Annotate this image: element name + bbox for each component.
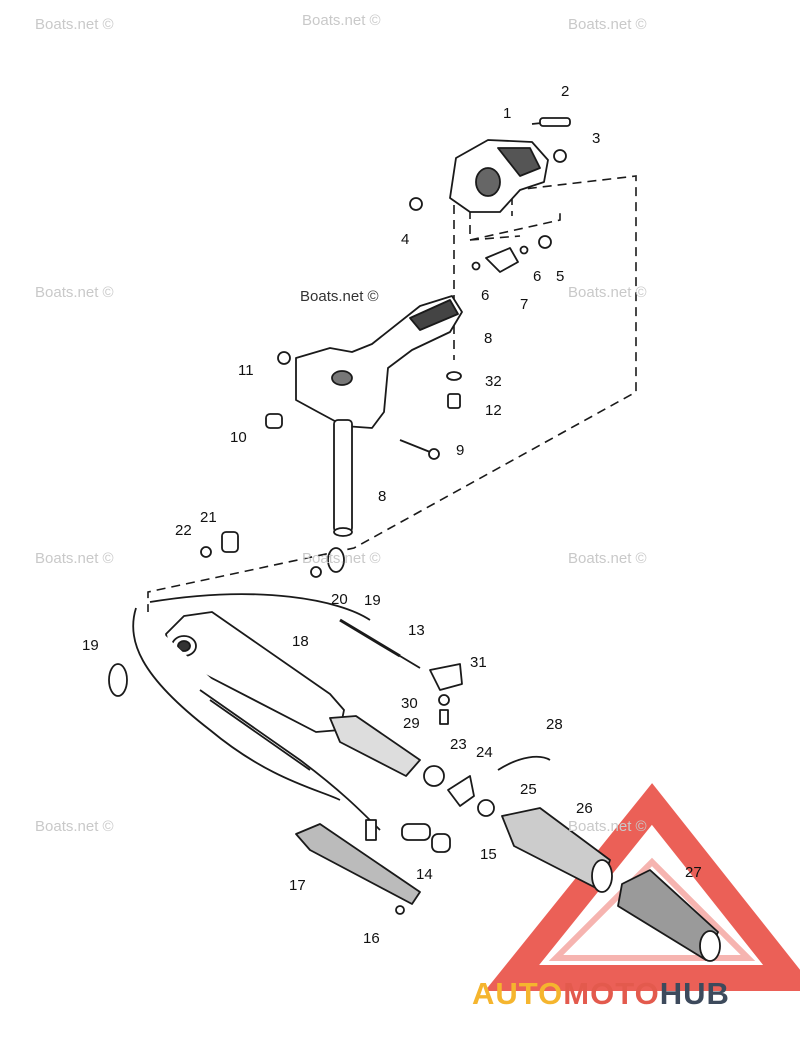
callout-label: 19 (82, 637, 99, 654)
watermark-text: Boats.net © (35, 16, 114, 33)
watermark-text: Boats.net © (302, 550, 381, 567)
callout-label: 1 (503, 105, 512, 122)
callout-label: 23 (450, 736, 467, 753)
callout-label: 26 (576, 800, 593, 817)
callout-label: 27 (685, 864, 702, 881)
callout-label: 10 (230, 429, 247, 446)
callout-label: 29 (403, 715, 420, 732)
brand-part-hub: HUB (659, 976, 730, 1011)
tiller-handle-assembly (108, 531, 463, 831)
brand-part-auto: AUTO (472, 976, 564, 1011)
callout-label: 11 (238, 362, 254, 379)
watermark-text: Boats.net © (568, 818, 647, 835)
callout-label: 7 (520, 296, 529, 313)
watermark-text: Boats.net © (35, 818, 114, 835)
watermark-text: Boats.net © (35, 550, 114, 567)
watermark-text: Boats.net © (568, 16, 647, 33)
callout-label: 15 (480, 846, 497, 863)
callout-label: 18 (292, 633, 309, 650)
callout-label: 3 (592, 130, 601, 147)
callout-label: 13 (408, 622, 425, 639)
callout-label: 12 (485, 402, 502, 419)
callout-label: 2 (561, 83, 570, 100)
callout-label: 19 (364, 592, 381, 609)
callout-label: 24 (476, 744, 493, 761)
brand-part-moto: MOTO (563, 976, 660, 1011)
callout-label: 21 (200, 509, 217, 526)
callout-label: 8 (484, 330, 493, 347)
callout-label: 25 (520, 781, 537, 798)
callout-label: 14 (416, 866, 433, 883)
callout-label: 6 (481, 287, 490, 304)
watermark-text: Boats.net © (568, 550, 647, 567)
watermark-text: Boats.net © (568, 284, 647, 301)
watermark-text: Boats.net © (302, 12, 381, 29)
throttle-assembly (295, 755, 721, 962)
callout-label: 20 (331, 591, 348, 608)
callout-label: 9 (456, 442, 465, 459)
callout-label: 16 (363, 930, 380, 947)
tiller-bracket-assembly (409, 117, 571, 273)
callout-label: 31 (470, 654, 487, 671)
brand-wordmark: AUTOMOTOHUB (472, 978, 730, 1009)
callout-label: 32 (485, 373, 502, 390)
callout-label: 4 (401, 231, 410, 248)
callout-label: 6 (533, 268, 542, 285)
callout-label: 8 (378, 488, 387, 505)
callout-label: 17 (289, 877, 306, 894)
brand-triangle-logo (484, 783, 800, 991)
callout-label: 22 (175, 522, 192, 539)
watermark-text: Boats.net © (35, 284, 114, 301)
steering-arm (265, 295, 463, 537)
callout-label: 5 (556, 268, 565, 285)
watermark-text: Boats.net © (300, 288, 379, 305)
callout-label: 28 (546, 716, 563, 733)
callout-label: 30 (401, 695, 418, 712)
